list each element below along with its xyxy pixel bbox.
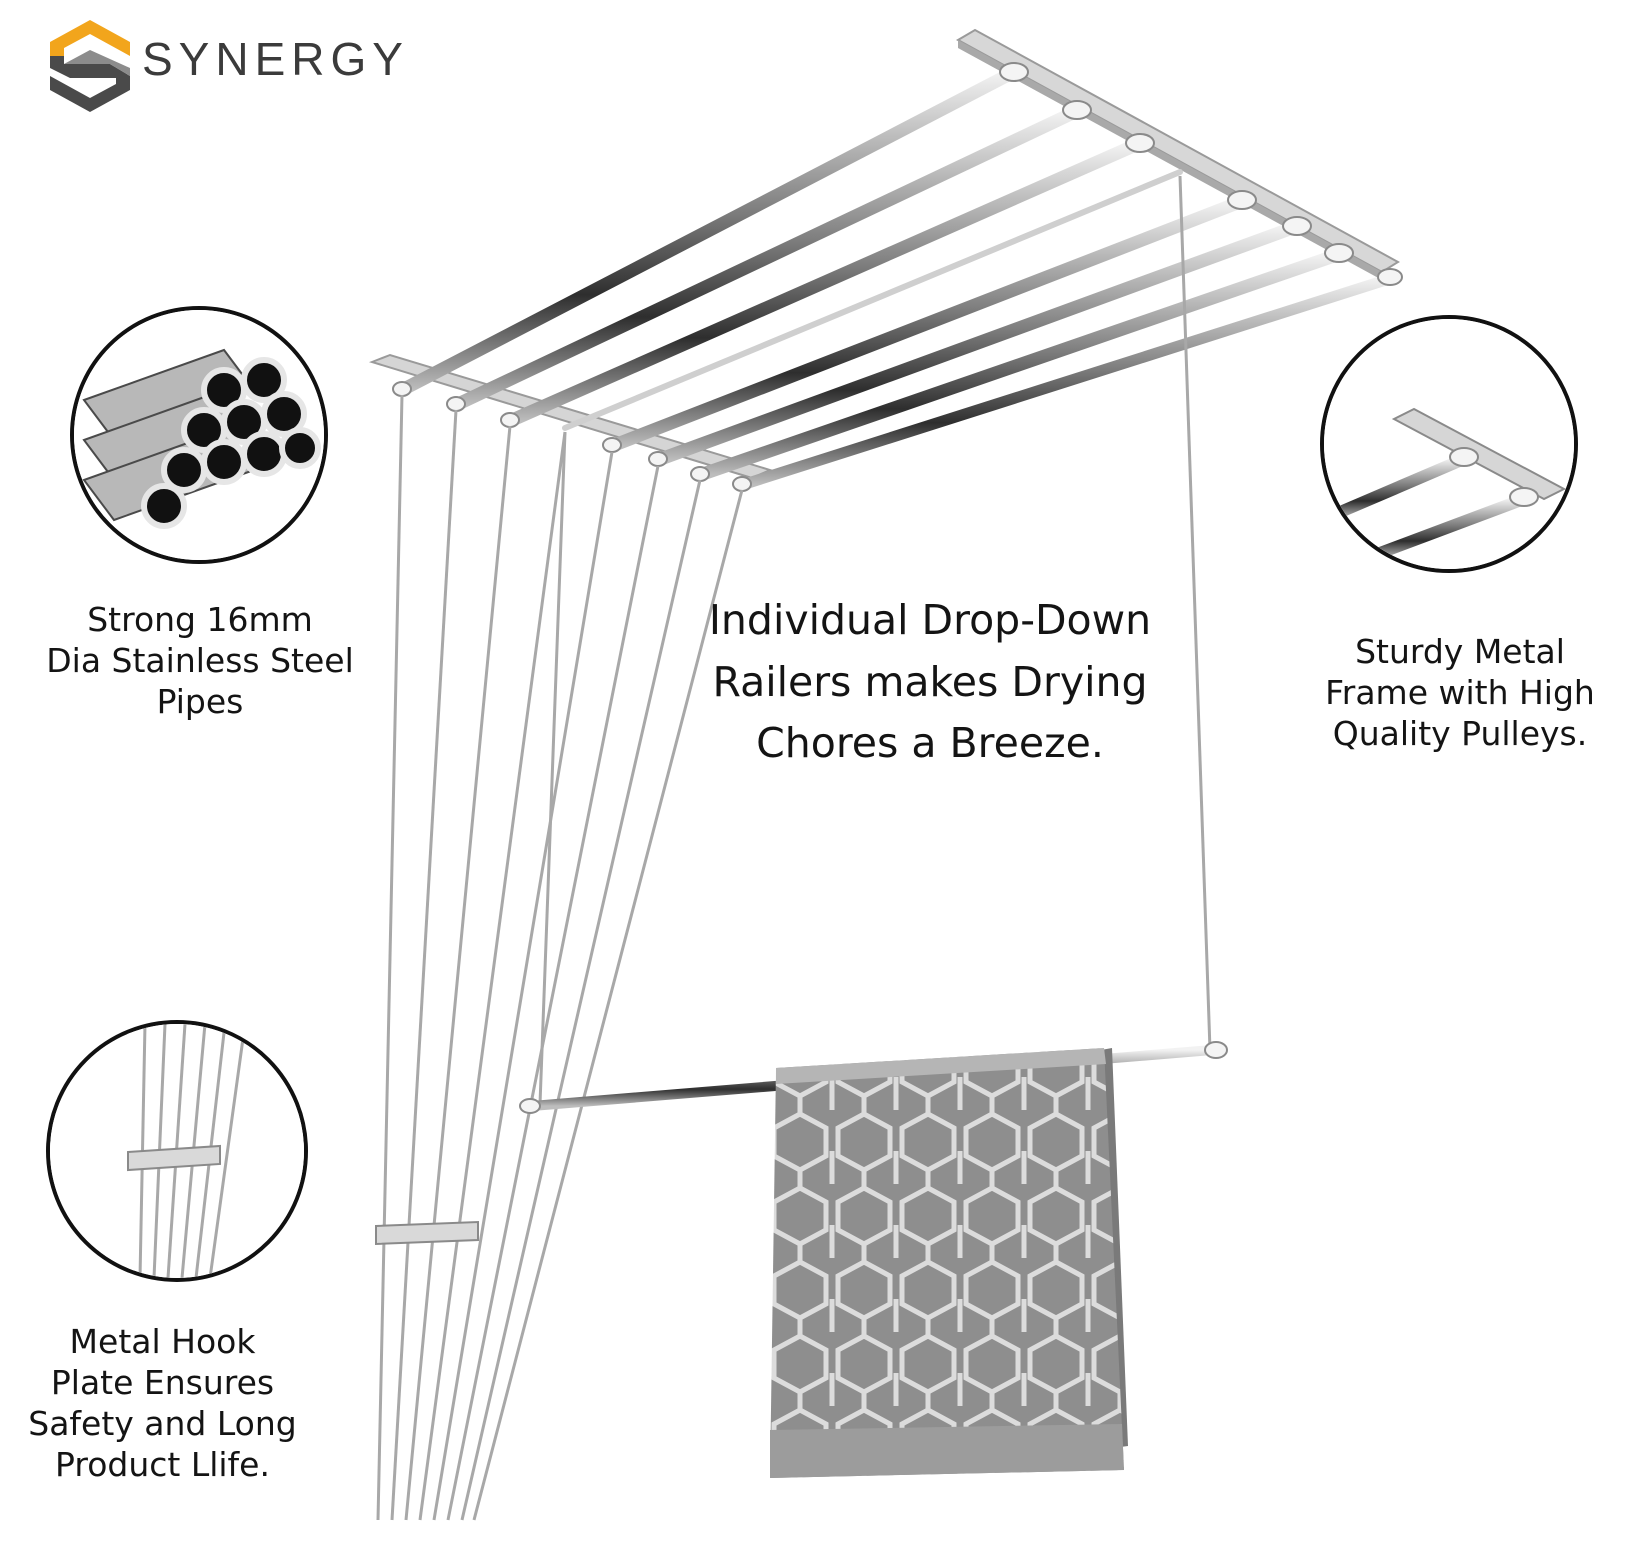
pulleys xyxy=(392,62,1403,492)
frame-caption-line: Quality Pulleys. xyxy=(1332,713,1588,753)
pipes-caption-line: Dia Stainless Steel xyxy=(46,640,354,680)
hook-caption-line: Plate Ensures xyxy=(50,1362,275,1402)
drop-down-caption-line: Chores a Breeze. xyxy=(756,719,1104,767)
hook-plate xyxy=(375,1220,479,1246)
ropes xyxy=(376,175,1212,1521)
drop-down-caption: Individual Drop-Down Railers makes Dryin… xyxy=(680,590,1180,775)
pipes-inset xyxy=(70,306,328,564)
brand-name: SYNERGY xyxy=(142,33,409,85)
hook-caption-line: Safety and Long xyxy=(28,1403,297,1443)
hook-caption-line: Metal Hook xyxy=(69,1322,256,1361)
steel-pipes-icon xyxy=(74,310,324,560)
pulley-bracket-icon xyxy=(1324,319,1574,569)
hook-caption-line: Product Llife. xyxy=(55,1444,270,1484)
hook-plate-icon xyxy=(50,1024,304,1278)
pipes-caption-line: Pipes xyxy=(156,681,244,721)
drop-down-caption-line: Individual Drop-Down xyxy=(708,596,1152,644)
frame-inset xyxy=(1320,315,1578,573)
rack-pipes xyxy=(395,66,1398,491)
pipes-caption-line: Strong 16mm xyxy=(87,600,313,639)
brand-logo: SYNERGY xyxy=(40,12,460,112)
frame-caption-line: Sturdy Metal xyxy=(1355,632,1565,671)
hook-caption: Metal Hook Plate Ensures Safety and Long… xyxy=(10,1322,315,1486)
hook-inset xyxy=(46,1020,308,1282)
synergy-logo-icon xyxy=(50,20,130,112)
frame-caption-line: Frame with High xyxy=(1325,672,1595,712)
pipes-caption: Strong 16mm Dia Stainless Steel Pipes xyxy=(30,600,370,723)
frame-caption: Sturdy Metal Frame with High Quality Pul… xyxy=(1300,632,1620,755)
towel xyxy=(770,1048,1128,1478)
drop-down-caption-line: Railers makes Drying xyxy=(712,657,1148,706)
